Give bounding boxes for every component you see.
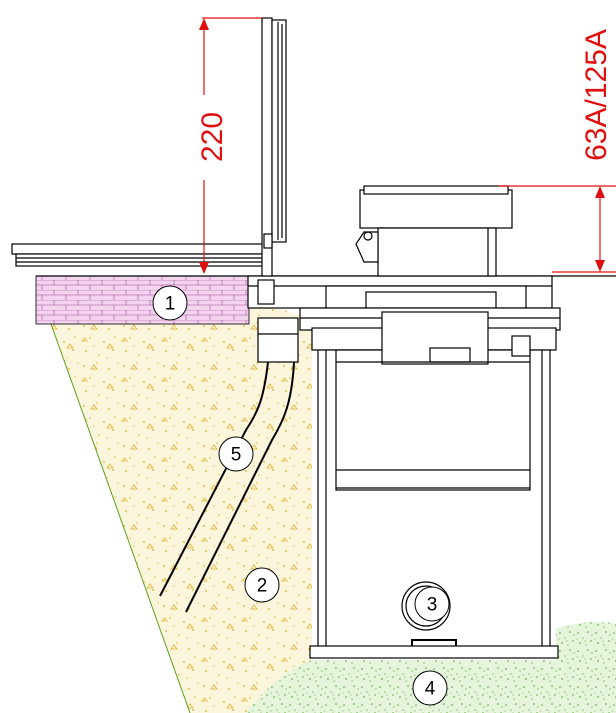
- socket-unit: [355, 185, 513, 277]
- callout-1: 1: [152, 285, 188, 321]
- lid-open: [261, 17, 287, 277]
- callout-4-label: 4: [425, 679, 436, 700]
- soil-bed: [238, 621, 616, 713]
- callout-5: 5: [218, 436, 254, 472]
- callout-4: 4: [412, 670, 448, 706]
- dimension-socket: [498, 185, 616, 273]
- dimension-socket-label: 63A/125A: [580, 29, 613, 161]
- dimension-220: [199, 17, 262, 274]
- sand-backfill: [36, 282, 312, 713]
- lid-closed: [11, 243, 267, 267]
- paving-block: [35, 275, 250, 325]
- callout-2: 2: [244, 567, 280, 603]
- dimension-220-label: 220: [196, 112, 229, 162]
- callout-1-label: 1: [165, 294, 176, 315]
- callout-3: 3: [414, 586, 450, 622]
- callout-3-label: 3: [427, 595, 438, 616]
- cable-conduit: [159, 317, 299, 613]
- callout-5-label: 5: [231, 445, 242, 466]
- sand-edge: [35, 281, 191, 713]
- callout-2-label: 2: [257, 576, 268, 597]
